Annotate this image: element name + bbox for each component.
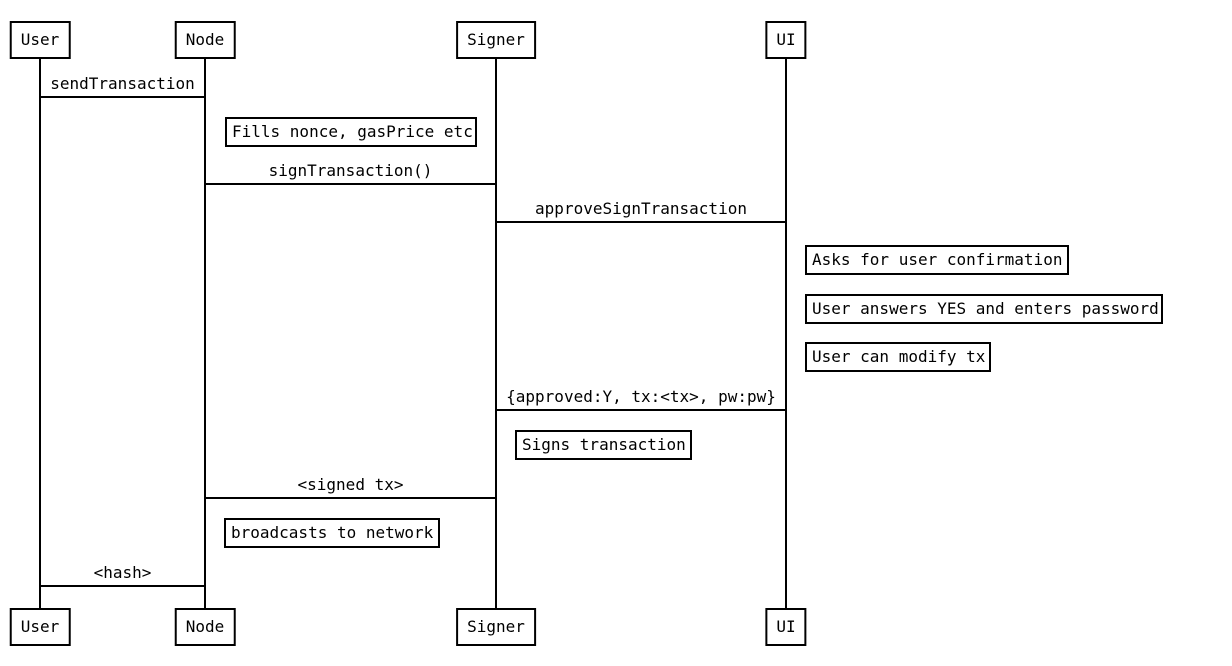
message-label-signer-to-ui: approveSignTransaction (533, 198, 749, 220)
message-line-node-to-signer (205, 183, 496, 185)
message-line-signer-to-ui (496, 221, 786, 223)
message-line-node-to-user (40, 585, 205, 587)
lifeline-user (39, 59, 41, 608)
lifeline-ui (785, 59, 787, 608)
note-ui-3: User can modify tx (805, 342, 991, 372)
message-label-node-to-signer: signTransaction() (266, 160, 435, 182)
actor-box-node-top: Node (174, 21, 236, 59)
actor-box-signer-top: Signer (456, 21, 536, 59)
actor-box-user-top: User (9, 21, 71, 59)
actor-box-node-bottom: Node (174, 608, 236, 646)
message-label-ui-to-signer: {approved:Y, tx:<tx>, pw:pw} (504, 386, 778, 408)
message-label-signer-to-node: <signed tx> (295, 474, 406, 496)
note-node-0: Fills nonce, gasPrice etc (225, 117, 477, 147)
message-label-user-to-node: sendTransaction (48, 73, 197, 95)
message-line-user-to-node (40, 96, 205, 98)
lifeline-node (204, 59, 206, 608)
actor-box-ui-top: UI (765, 21, 807, 59)
note-node-5: broadcasts to network (224, 518, 440, 548)
actor-box-signer-bottom: Signer (456, 608, 536, 646)
message-line-signer-to-node (205, 497, 496, 499)
actor-box-ui-bottom: UI (765, 608, 807, 646)
note-ui-1: Asks for user confirmation (805, 245, 1069, 275)
lifeline-signer (495, 59, 497, 608)
message-label-node-to-user: <hash> (91, 562, 154, 584)
actor-box-user-bottom: User (9, 608, 71, 646)
note-signer-4: Signs transaction (515, 430, 692, 460)
message-line-ui-to-signer (496, 409, 786, 411)
note-ui-2: User answers YES and enters password (805, 294, 1163, 324)
